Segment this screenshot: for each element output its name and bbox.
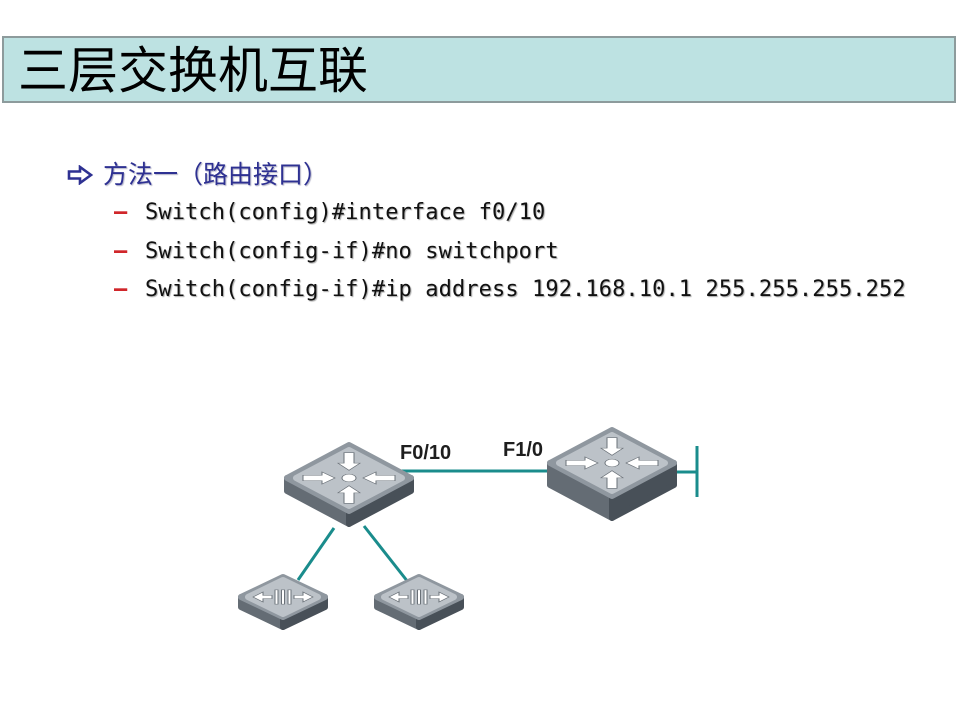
port-label-f1-0: F1/0 xyxy=(503,439,543,461)
inbound-arrow-glyph xyxy=(336,485,362,504)
dash-marker: – xyxy=(114,200,128,225)
inbound-arrow-glyph xyxy=(302,471,336,485)
downlink-right xyxy=(362,525,410,583)
left-arrow-glyph xyxy=(388,591,409,603)
command-text: Switch(config-if)#no switchport xyxy=(145,239,559,264)
port-bar-glyph xyxy=(287,589,292,605)
layer3-switch-icon xyxy=(547,427,677,521)
right-arrow-glyph xyxy=(293,591,314,603)
inbound-arrow-glyph xyxy=(625,456,659,470)
inbound-arrow-glyph xyxy=(362,471,396,485)
dash-marker: – xyxy=(114,277,128,302)
bullet-text: 方法一（路由接口） xyxy=(103,160,329,189)
command-text: Switch(config)#interface f0/10 xyxy=(145,200,546,225)
port-bar-glyph xyxy=(417,589,421,605)
right-arrow-glyph xyxy=(429,591,450,603)
arrow-right-shape xyxy=(67,165,94,185)
center-dot-glyph xyxy=(341,473,357,483)
left-arrow-glyph xyxy=(252,591,273,603)
port-bar-glyph xyxy=(410,589,415,605)
center-dot-glyph xyxy=(604,458,620,468)
title-bar: 三层交换机互联 xyxy=(2,36,956,103)
inbound-arrow-glyph xyxy=(565,456,599,470)
port-label-f0-10: F0/10 xyxy=(400,442,451,464)
layer2-switch-icon xyxy=(374,574,464,630)
arrow-right-icon xyxy=(67,165,94,185)
layer3-switch-icon xyxy=(284,442,414,527)
port-bar-glyph xyxy=(274,589,279,605)
layer2-switch-icon xyxy=(238,574,328,630)
dash-marker: – xyxy=(114,239,128,264)
slide-title: 三层交换机互联 xyxy=(18,42,368,100)
command-item: – Switch(config-if)#no switchport xyxy=(0,238,940,266)
downlink-left xyxy=(296,527,336,581)
port-bar-glyph xyxy=(423,589,428,605)
inbound-arrow-glyph xyxy=(599,437,625,456)
command-item: – Switch(config)#interface f0/10 xyxy=(0,199,940,227)
port-bar-glyph xyxy=(281,589,285,605)
command-item: – Switch(config-if)#ip address 192.168.1… xyxy=(0,276,940,304)
inbound-arrow-glyph xyxy=(599,470,625,489)
inbound-arrow-glyph xyxy=(336,452,362,471)
command-text: Switch(config-if)#ip address 192.168.10.… xyxy=(145,277,906,302)
